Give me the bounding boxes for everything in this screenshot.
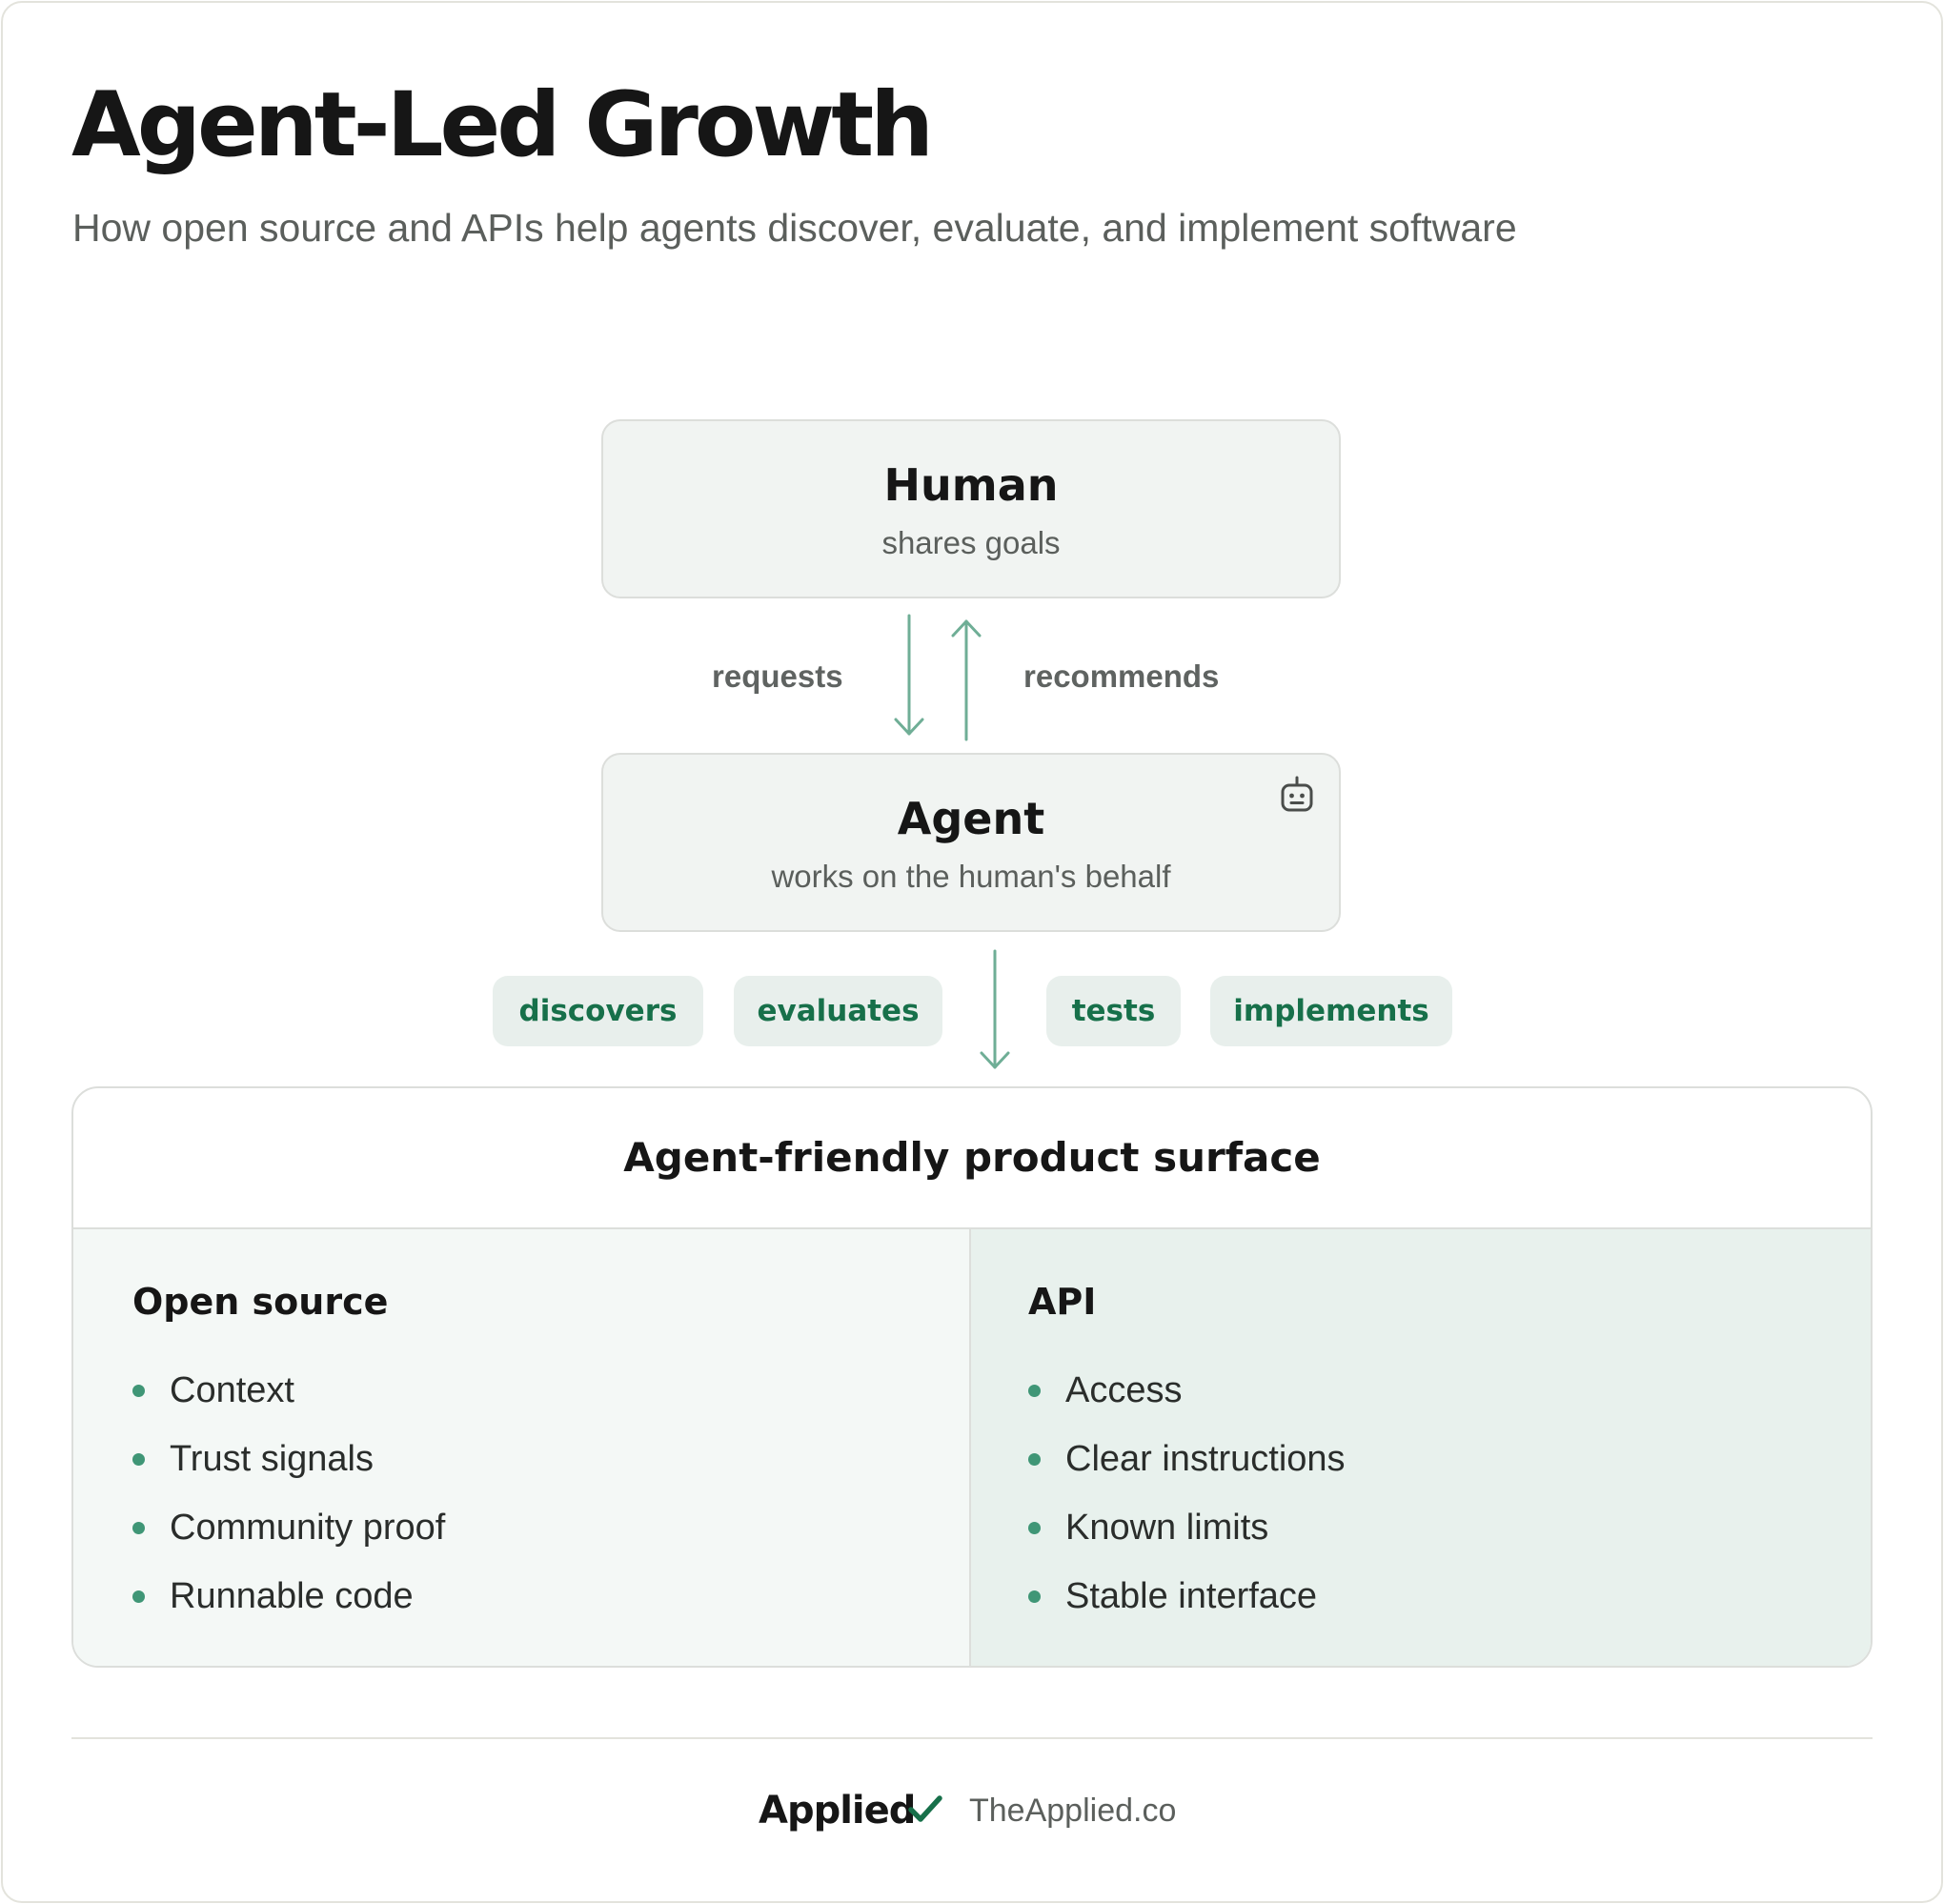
robot-icon <box>1281 776 1313 812</box>
check-icon <box>908 1795 942 1822</box>
api-panel: API Access Clear instructions Known limi… <box>971 1227 1871 1666</box>
product-surface-box: Agent-friendly product surface Open sour… <box>71 1086 1873 1668</box>
human-node: Human shares goals <box>601 419 1341 598</box>
bullet-icon <box>132 1522 145 1534</box>
action-chip-implements: implements <box>1210 976 1452 1046</box>
open-source-panel: Open source Context Trust signals Commun… <box>73 1227 971 1666</box>
bullet-icon <box>1028 1522 1041 1534</box>
page-title: Agent-Led Growth <box>71 73 934 177</box>
human-node-subtitle: shares goals <box>881 525 1061 560</box>
action-chip-evaluates: evaluates <box>734 976 942 1046</box>
api-title: API <box>1028 1281 1097 1323</box>
recommends-label: recommends <box>1023 658 1220 694</box>
product-surface-title: Agent-friendly product surface <box>623 1134 1321 1181</box>
page-subtitle: How open source and APIs help agents dis… <box>72 206 1517 250</box>
bullet-icon <box>1028 1453 1041 1466</box>
action-chip-discovers: discovers <box>493 976 703 1046</box>
bullet-icon <box>1028 1590 1041 1603</box>
footer-site-link[interactable]: TheApplied.co <box>969 1793 1177 1829</box>
bullet-icon <box>1028 1385 1041 1397</box>
bullet-icon <box>132 1385 145 1397</box>
open-source-title: Open source <box>132 1281 389 1323</box>
human-node-title: Human <box>883 459 1059 511</box>
footer-brand: Applied <box>759 1789 916 1833</box>
bullet-icon <box>132 1453 145 1466</box>
footer-divider <box>71 1737 1873 1739</box>
requests-label: requests <box>712 658 843 694</box>
bullet-icon <box>132 1590 145 1603</box>
agent-node-subtitle: works on the human's behalf <box>771 859 1171 894</box>
agent-node: Agent works on the human's behalf <box>601 753 1341 932</box>
action-chip-tests: tests <box>1046 976 1181 1046</box>
agent-node-title: Agent <box>897 793 1045 844</box>
